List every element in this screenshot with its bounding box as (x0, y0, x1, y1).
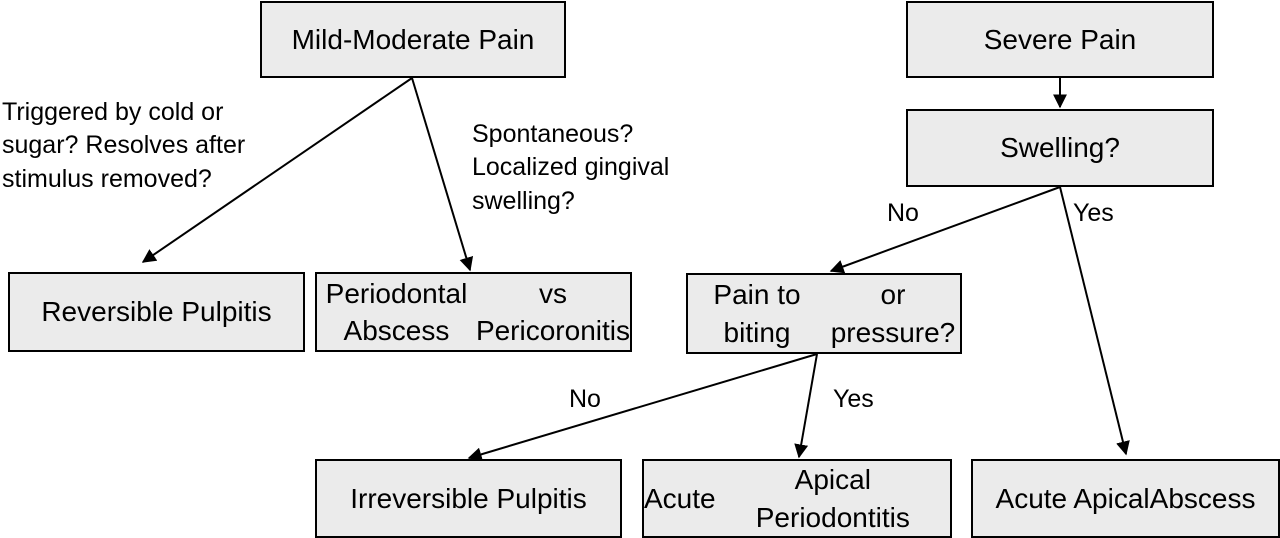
arrow-biting-to-irreversible (467, 353, 818, 462)
arrow-biting-to-periodontitis (794, 353, 818, 459)
label-cold-sugar-line-3: stimulus removed? (2, 164, 212, 193)
node-severe-pain: Severe Pain (906, 1, 1214, 78)
node-reversible-pulpitis: Reversible Pulpitis (8, 272, 305, 352)
node-severe-pain-line-1: Severe Pain (983, 23, 1137, 55)
node-swelling-line-1: Swelling? (1000, 132, 1120, 164)
arrow-mild-to-periodontal (411, 77, 474, 272)
node-pain-to-biting-line-1: Pain to biting (713, 279, 801, 348)
label-cold-sugar-question: Triggered by cold or sugar? Resolves aft… (2, 96, 245, 196)
arrow-swelling-to-abscess (1059, 186, 1130, 456)
node-pain-to-biting-line-2: or pressure? (830, 279, 956, 348)
node-periodontal-abscess-line-1: Periodontal Abscess (325, 277, 468, 346)
arrow-swelling-to-biting (829, 186, 1061, 274)
node-pain-to-biting: Pain to biting or pressure? (686, 273, 962, 354)
node-mild-moderate-pain: Mild-Moderate Pain (260, 1, 566, 78)
node-acute-apical-abscess-line-2: Abscess (1149, 482, 1256, 514)
arrow-mild-to-reversible (141, 77, 413, 263)
node-periodontal-abscess: Periodontal Abscess vs Pericoronitis (315, 272, 632, 352)
label-spontaneous-line-3: swelling? (472, 186, 575, 215)
node-swelling: Swelling? (906, 109, 1214, 187)
node-periodontal-abscess-line-2: vs Pericoronitis (475, 277, 630, 346)
node-reversible-pulpitis-line-1: Reversible Pulpitis (41, 296, 272, 328)
node-acute-apical-abscess-line-1: Acute Apical (995, 482, 1150, 514)
node-irreversible-pulpitis: Irreversible Pulpitis (315, 459, 622, 538)
node-irreversible-pulpitis-line-1: Irreversible Pulpitis (350, 482, 587, 514)
node-acute-apical-periodontitis-line-2: Apical Periodontitis (755, 464, 910, 533)
node-acute-apical-periodontitis: Acute Apical Periodontitis (642, 459, 952, 538)
node-mild-moderate-pain-line-1: Mild-Moderate Pain (291, 23, 535, 55)
label-swelling-no: No (887, 199, 919, 227)
node-acute-apical-abscess: Acute Apical Abscess (971, 459, 1280, 538)
label-biting-yes: Yes (833, 385, 874, 413)
label-swelling-yes: Yes (1073, 199, 1114, 227)
label-spontaneous-line-2: Localized gingival (472, 153, 670, 182)
label-cold-sugar-line-2: sugar? Resolves after (2, 131, 246, 160)
label-cold-sugar-line-1: Triggered by cold or (2, 98, 224, 126)
label-spontaneous-line-1: Spontaneous? (472, 120, 634, 148)
label-spontaneous-question: Spontaneous? Localized gingival swelling… (472, 118, 669, 218)
node-acute-apical-periodontitis-line-1: Acute (644, 482, 716, 514)
label-biting-no: No (569, 385, 601, 413)
